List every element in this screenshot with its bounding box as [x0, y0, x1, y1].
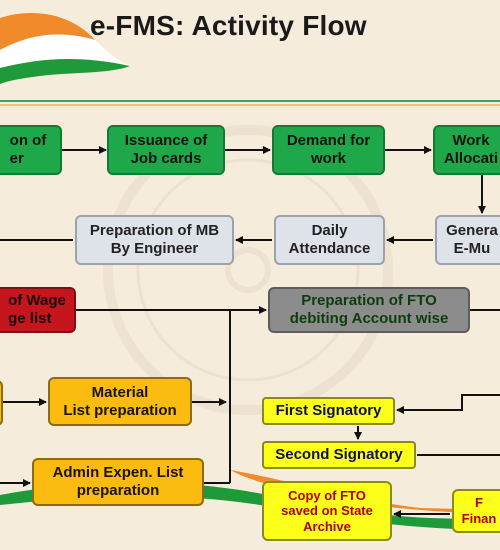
- node-emuster[interactable]: Genera E-Mu: [435, 215, 500, 265]
- node-work-allocation-label: Work Allocati: [443, 132, 499, 167]
- flag-swoosh-saffron: [0, 13, 95, 50]
- node-first-signatory[interactable]: First Signatory: [262, 397, 395, 425]
- node-work-allocation[interactable]: Work Allocati: [433, 125, 500, 175]
- node-daily-attendance-label: Daily Attendance: [288, 222, 371, 257]
- node-material-list[interactable]: Material List preparation: [48, 377, 192, 426]
- node-daily-attendance[interactable]: Daily Attendance: [274, 215, 385, 265]
- node-job-cards[interactable]: Issuance of Job cards: [107, 125, 225, 175]
- node-wage-list[interactable]: of Wage ge list: [0, 287, 76, 333]
- page-title: e-FMS: Activity Flow: [90, 10, 367, 41]
- node-admin-expen-list[interactable]: Admin Expen. List preparation: [32, 458, 204, 506]
- node-copy-fto-archive[interactable]: Copy of FTO saved on State Archive: [262, 481, 392, 541]
- node-second-signatory[interactable]: Second Signatory: [262, 441, 416, 469]
- flag-swoosh-green: [0, 59, 130, 84]
- node-first-signatory-label: First Signatory: [275, 402, 382, 419]
- node-second-signatory-label: Second Signatory: [275, 446, 403, 463]
- flag-swoosh-white: [0, 34, 130, 68]
- node-finance-label: F Finan: [461, 495, 497, 526]
- node-mb-preparation-label: Preparation of MB By Engineer: [89, 222, 220, 257]
- node-registration-label: on of er: [9, 132, 47, 167]
- node-demand-label: Demand for work: [286, 132, 371, 167]
- node-emuster-label: Genera E-Mu: [446, 222, 498, 257]
- node-admin-expen-list-label: Admin Expen. List preparation: [52, 464, 184, 499]
- node-registration[interactable]: on of er: [0, 125, 62, 175]
- node-finance[interactable]: F Finan: [452, 489, 500, 533]
- node-fto-preparation-label: Preparation of FTO debiting Account wise: [289, 292, 449, 327]
- wheel-watermark: [103, 125, 393, 415]
- node-fto-preparation[interactable]: Preparation of FTO debiting Account wise: [268, 287, 470, 333]
- node-left-stub-1: [0, 380, 3, 426]
- node-copy-fto-archive-label: Copy of FTO saved on State Archive: [281, 487, 373, 534]
- node-material-list-label: Material List preparation: [63, 383, 177, 419]
- header-divider: [0, 100, 500, 106]
- node-wage-list-label: of Wage ge list: [8, 292, 66, 327]
- node-mb-preparation[interactable]: Preparation of MB By Engineer: [75, 215, 234, 265]
- node-demand[interactable]: Demand for work: [272, 125, 385, 175]
- node-job-cards-label: Issuance of Job cards: [124, 132, 208, 167]
